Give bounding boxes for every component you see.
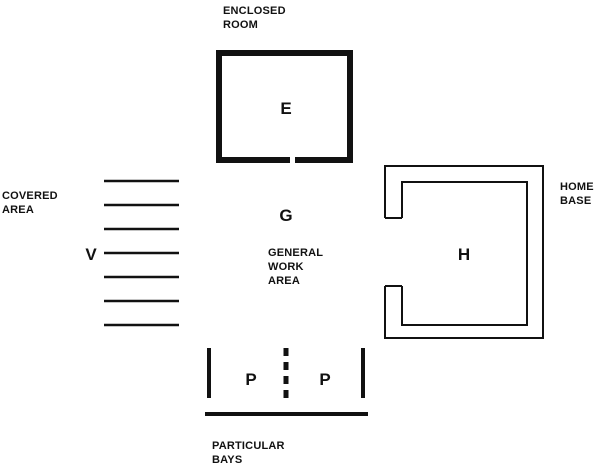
general-work-area-caption-line1: GENERAL [268,247,324,259]
general-work-area-caption: GENERAL WORK AREA [268,246,323,288]
covered-area-letter: V [85,245,97,264]
home-base-letter: H [458,245,470,264]
particular-bays [205,348,368,416]
enclosed-room-walls [216,50,353,163]
enclosed-room-letter: E [280,99,291,118]
general-work-area-letter: G [279,206,292,225]
particular-bays-caption-line2: BAYS [212,454,243,466]
particular-bays-caption-line1: PARTICULAR [212,440,285,452]
covered-area-caption-line1: COVERED [2,190,58,202]
enclosed-room-caption: ENCLOSED ROOM [223,4,286,32]
enclosed-room-caption-line1: ENCLOSED [223,5,286,17]
home-base-caption-line1: HOME [560,181,594,193]
home-base-outer-wall [384,165,544,339]
home-base-caption: HOME BASE [560,180,594,208]
general-work-area-caption-line3: AREA [268,275,300,287]
particular-bay-left-letter: P [245,370,256,389]
enclosed-room [216,50,353,163]
particular-bay-right-letter: P [319,370,330,389]
covered-area-caption-line2: AREA [2,204,34,216]
covered-area [104,179,179,327]
home-base-caption-line2: BASE [560,195,592,207]
particular-bays-caption: PARTICULAR BAYS [212,439,285,467]
covered-area-caption: COVERED AREA [2,189,58,217]
home-base-inner-wall [401,181,528,326]
enclosed-room-caption-line2: ROOM [223,19,259,31]
general-work-area-caption-line2: WORK [268,261,304,273]
home-base [384,165,544,339]
